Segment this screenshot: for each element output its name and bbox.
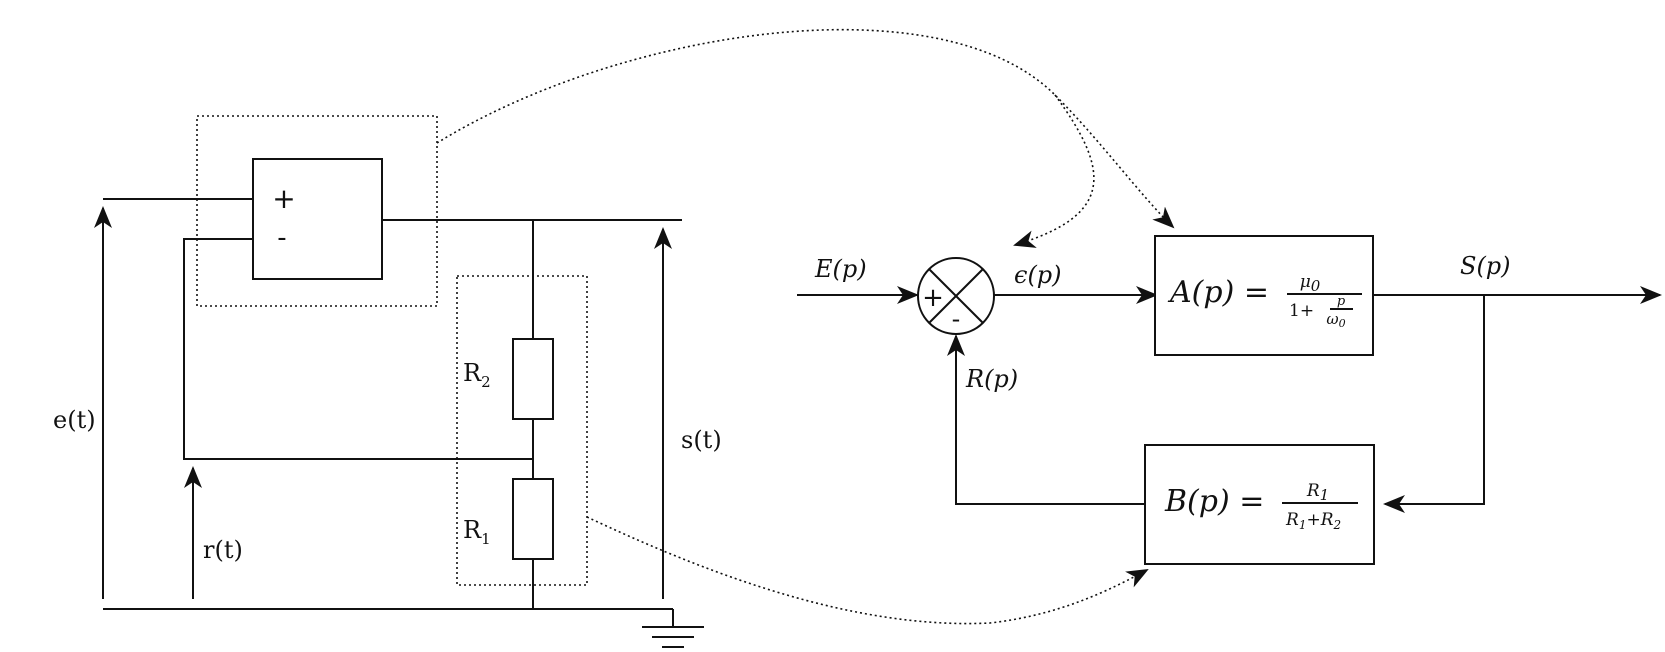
opamp-box bbox=[252, 158, 383, 280]
b-block bbox=[1144, 444, 1375, 565]
feedback-forward-wire bbox=[1383, 295, 1485, 513]
r1-label: R1 bbox=[463, 516, 491, 548]
b-num: R1 bbox=[1306, 481, 1329, 504]
s-label: s(t) bbox=[681, 426, 722, 454]
a-den-pre: 1+ bbox=[1289, 301, 1314, 321]
circuit-schematic: + - R2 R1 bbox=[53, 115, 722, 648]
e-label: e(t) bbox=[53, 406, 96, 434]
opamp-minus-sign: - bbox=[277, 223, 286, 253]
summing-junction: + - bbox=[917, 257, 995, 335]
a-den-den: ω0 bbox=[1326, 310, 1345, 330]
opamp-dotted-region bbox=[196, 115, 438, 307]
output-label: S(p) bbox=[1460, 252, 1511, 280]
r-label: r(t) bbox=[203, 536, 243, 564]
a-num: μ0 bbox=[1300, 272, 1321, 295]
a-den-num: p bbox=[1337, 294, 1346, 309]
ground-icon bbox=[642, 626, 704, 648]
a-block-lhs: A(p) = bbox=[1167, 275, 1269, 310]
feedback-label: R(p) bbox=[965, 365, 1018, 393]
b-den: R1+R2 bbox=[1285, 510, 1341, 532]
sum-plus-sign: + bbox=[922, 283, 944, 313]
opamp-to-a-block-curve bbox=[436, 28, 1175, 229]
block-diagram: E(p) + - ϵ(p) A(p) = μ0 1+ p ω0 S(p) bbox=[797, 235, 1662, 565]
resistor-r2 bbox=[512, 338, 554, 420]
resistors-to-b-block-curve bbox=[586, 516, 1149, 625]
opamp-plus-sign: + bbox=[272, 182, 295, 215]
r2-label: R2 bbox=[463, 359, 491, 391]
sum-minus-sign: - bbox=[952, 305, 961, 333]
a-block bbox=[1154, 235, 1374, 356]
feedback-wire bbox=[183, 238, 533, 460]
feedback-return-wire bbox=[947, 334, 1144, 505]
resistor-r1 bbox=[512, 478, 554, 560]
b-block-lhs: B(p) = bbox=[1164, 484, 1264, 519]
resistor-dotted-region bbox=[456, 275, 588, 586]
opamp-to-comparator-curve bbox=[1013, 94, 1095, 248]
input-label: E(p) bbox=[814, 255, 867, 283]
error-label: ϵ(p) bbox=[1014, 261, 1062, 289]
